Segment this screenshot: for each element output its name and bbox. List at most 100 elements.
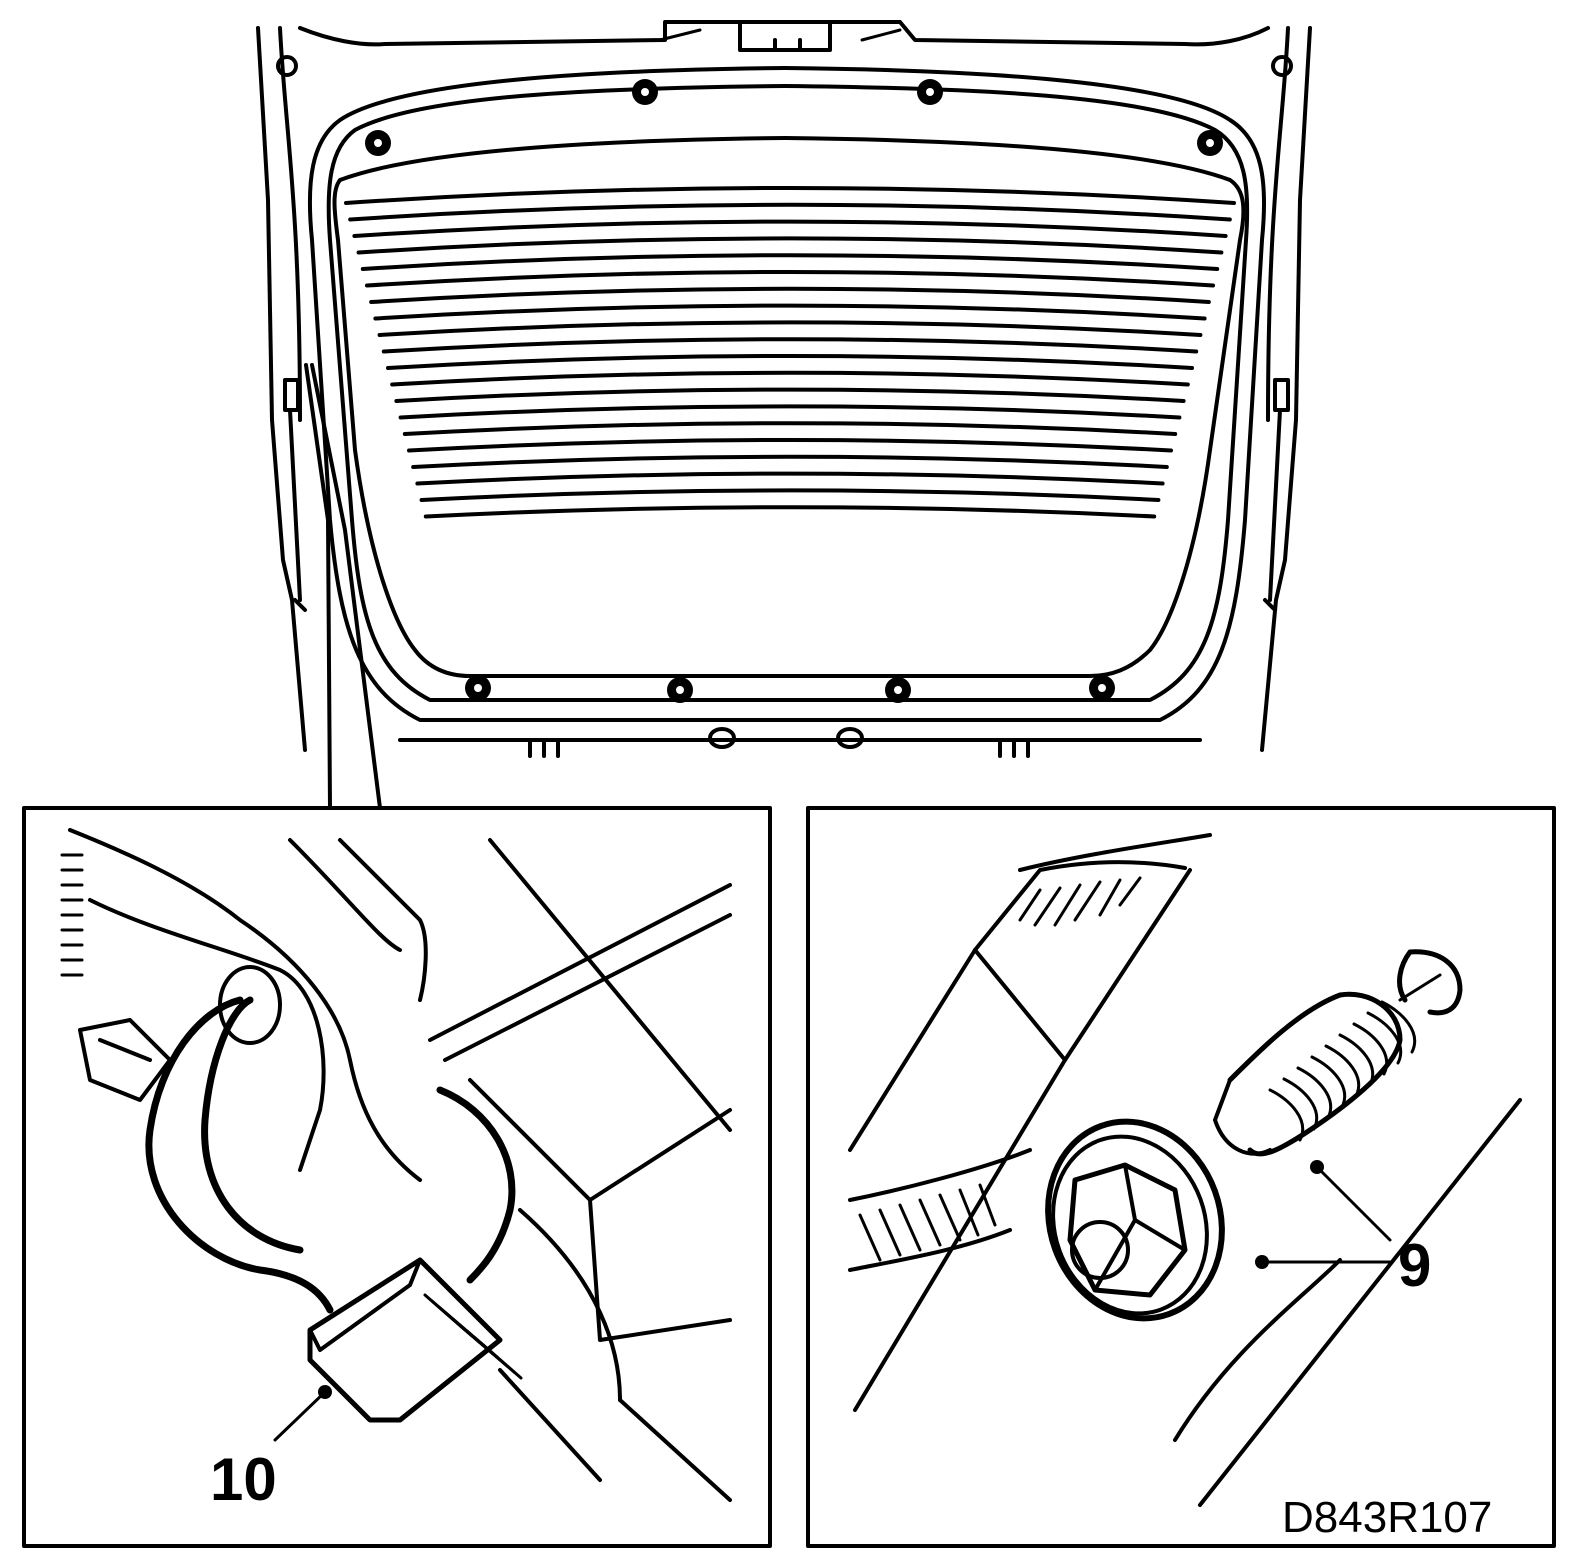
trim-panel-mid-border (326, 84, 1250, 702)
window-slat (398, 404, 1182, 420)
panel-clips (365, 79, 1223, 703)
body-edge-4 (428, 883, 732, 1062)
rear-window-opening (332, 136, 1246, 678)
detail-connector: 10 (22, 806, 772, 1548)
cable-grommet (218, 965, 282, 1045)
drawing-code: D843R107 (1282, 1493, 1492, 1542)
bottom-clip-left (516, 738, 574, 758)
wiring-loop (145, 996, 334, 1314)
body-edge-7 (518, 1208, 622, 1402)
latch-striker (738, 20, 832, 52)
plug-thread (1282, 1077, 1319, 1131)
gas-strut-left (283, 378, 307, 612)
mounting-hole-left (276, 55, 298, 77)
bottom-grommet-left (708, 727, 736, 749)
panel-edge-right-2 (1173, 1258, 1342, 1442)
window-slat (381, 337, 1199, 354)
callout-9-label: 9 (1398, 1232, 1431, 1299)
plug-thread (1310, 1055, 1347, 1109)
panel-edge-long (853, 1058, 1067, 1412)
plug-axis-line (1398, 973, 1442, 1002)
plug-thread (1366, 1011, 1403, 1065)
gas-strut-right (1263, 378, 1290, 612)
detail-box-right (806, 806, 1556, 1548)
window-slat (411, 454, 1169, 469)
plug-thread (1268, 1088, 1305, 1142)
strut-body (88, 898, 326, 1172)
plug-thread (1296, 1066, 1333, 1120)
callout-9-leader-upper (1315, 1165, 1392, 1242)
tailgate-left-frame-inner (278, 26, 302, 422)
window-slats (344, 186, 1236, 519)
tailgate-top-edge (298, 20, 1270, 47)
body-edge-3 (488, 838, 732, 1132)
body-edge-1 (288, 838, 402, 952)
panel-edge-diagonal-1 (848, 868, 1192, 1152)
panel-clip-hole (641, 88, 649, 96)
mounting-hole-right (1271, 55, 1293, 77)
bolt-shank-end (1070, 1220, 1130, 1280)
window-slat (386, 354, 1194, 370)
panel-clip-hole (474, 684, 482, 692)
body-panel-outline (68, 828, 422, 1182)
sealing-cap (1397, 949, 1463, 1016)
body-edge-8 (618, 1398, 732, 1502)
window-slat (365, 270, 1215, 288)
tailgate-right-frame-inner (1266, 26, 1290, 422)
window-slat (360, 253, 1220, 271)
detail-fasteners: 9 D843R107 (806, 806, 1556, 1548)
plug-thread (1352, 1022, 1389, 1076)
window-slat (373, 303, 1207, 321)
electrical-connector (307, 1257, 523, 1423)
window-slat (407, 438, 1173, 453)
window-slat (419, 488, 1161, 502)
plug-thread (1324, 1044, 1361, 1098)
window-slat (352, 219, 1228, 238)
panel-clip-hole (676, 686, 684, 694)
bolt-and-sealing-plug (1045, 949, 1463, 1322)
window-slat (394, 387, 1186, 403)
window-slat (402, 421, 1178, 436)
body-edge-6 (588, 1198, 732, 1342)
window-slat (415, 471, 1165, 486)
window-slat (369, 286, 1211, 304)
window-slat (377, 320, 1203, 337)
panel-edge-diagonal-2 (973, 860, 1187, 952)
window-slat (344, 186, 1236, 205)
panel-clip-hole (1206, 139, 1214, 147)
panel-clip-hole (894, 686, 902, 694)
tailgate-overview (256, 20, 1312, 758)
top-diagonal-left (658, 28, 702, 42)
panel-edge-upper (1018, 833, 1212, 872)
hex-nut (1067, 1162, 1188, 1298)
bottom-clip-right (986, 738, 1044, 758)
hatch-left-edge (60, 853, 84, 977)
flange-washer (1045, 1118, 1225, 1322)
panel-clip-hole (1098, 684, 1106, 692)
window-slat (348, 202, 1232, 222)
window-slat (423, 505, 1157, 519)
panel-edge-lower (848, 1148, 1032, 1202)
callout-10-leader (273, 1390, 327, 1442)
hatch-lower (858, 1183, 997, 1262)
tailgate-left-frame (256, 26, 307, 752)
plug-head (1213, 1078, 1272, 1156)
panel-edge-lower-2 (848, 1228, 1012, 1272)
body-edge-2 (338, 838, 428, 1002)
strut-end-fitting (78, 1018, 172, 1102)
plug-thread (1380, 1000, 1417, 1054)
hatch-upper (1018, 876, 1142, 927)
detail-leader-line (304, 363, 382, 810)
flange-washer-inner (1051, 1134, 1209, 1316)
panel-clip-hole (926, 88, 934, 96)
wiring-to-strut (436, 1086, 516, 1284)
trim-panel-outer-border (307, 66, 1267, 722)
bottom-grommet-right (836, 727, 864, 749)
body-edge-9 (498, 1368, 602, 1482)
threaded-plug (1227, 991, 1403, 1157)
panel-clip-hole (374, 139, 382, 147)
top-diagonal-right (860, 28, 902, 42)
plug-thread (1338, 1033, 1375, 1087)
window-slat (356, 236, 1224, 255)
